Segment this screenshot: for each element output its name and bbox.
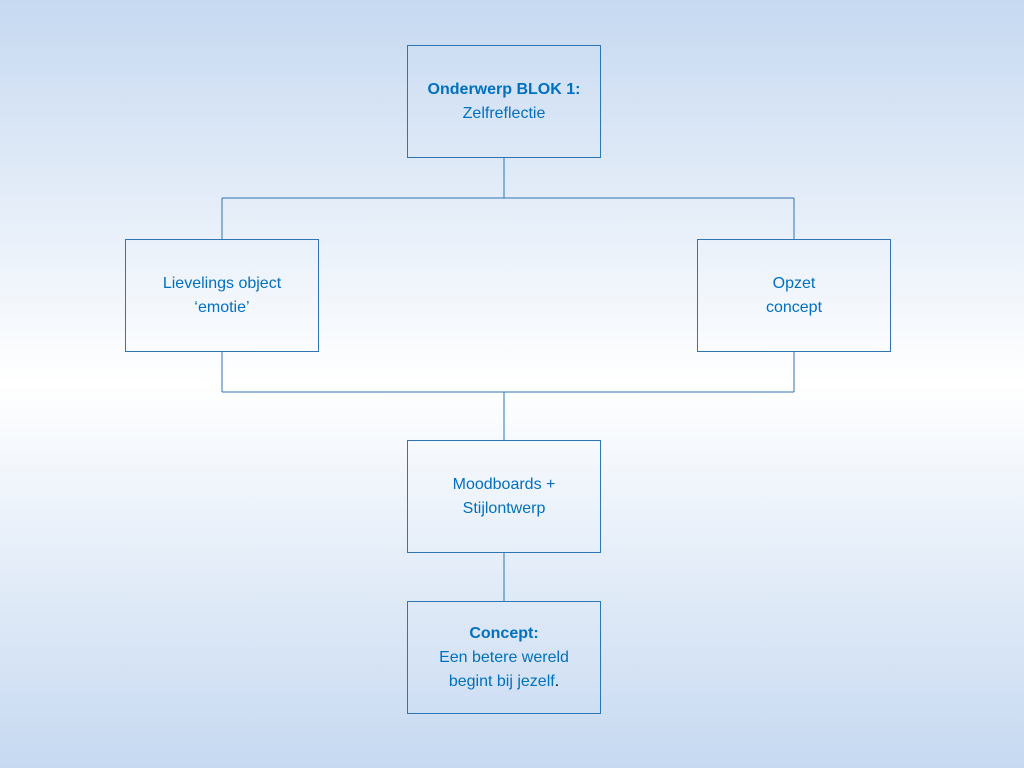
node-lievelings-line2: ‘emotie’ (194, 298, 250, 316)
node-moodboards: Moodboards + Stijlontwerp (407, 440, 601, 553)
node-onderwerp-title: Onderwerp BLOK 1: (427, 80, 581, 98)
node-moodboards-line2: Stijlontwerp (462, 499, 546, 517)
node-opzet-line2: concept (765, 298, 823, 316)
node-lievelings-line1: Lievelings object (162, 274, 282, 292)
node-concept-title: Concept: (469, 624, 539, 642)
node-moodboards-line1: Moodboards + (452, 475, 556, 493)
node-opzet-concept: Opzet concept (697, 239, 891, 352)
node-onderwerp: Onderwerp BLOK 1: Zelfreflectie (407, 45, 601, 158)
node-concept-period: . (554, 672, 560, 690)
node-concept-line2: begint bij jezelf (448, 672, 555, 690)
node-concept: Concept: Een betere wereld begint bij je… (407, 601, 601, 714)
node-concept-line2-wrap: begint bij jezelf. (449, 670, 559, 694)
node-concept-line1: Een betere wereld (439, 648, 569, 666)
node-lievelings-object: Lievelings object ‘emotie’ (125, 239, 319, 352)
node-onderwerp-subtitle: Zelfreflectie (462, 104, 546, 122)
node-opzet-line1: Opzet (772, 274, 816, 292)
